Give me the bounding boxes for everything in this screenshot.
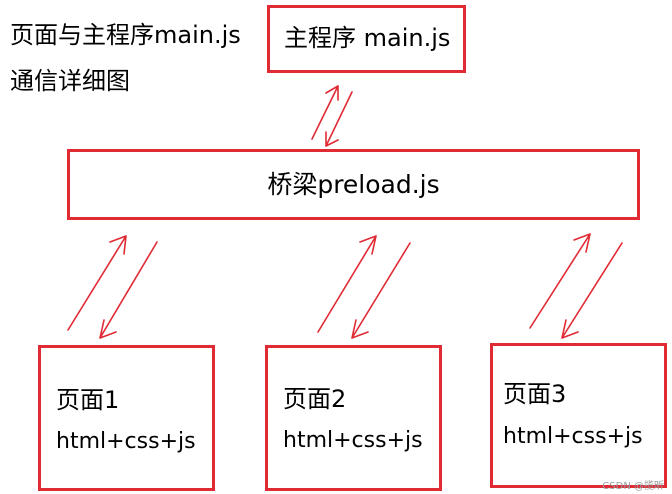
main-process-label: 主程序 main.js: [284, 24, 451, 52]
arrow-down-page-2: [351, 242, 411, 339]
arrow-up-page-2: [317, 235, 377, 333]
arrow-up-page-1: [67, 235, 127, 331]
page-title-3: 页面3: [503, 380, 567, 408]
page-box-2: 页面2 html+css+js: [265, 345, 442, 491]
page-title-2: 页面2: [283, 385, 347, 413]
page-title-1: 页面1: [56, 386, 120, 414]
arrow-up-page-3: [529, 233, 591, 329]
watermark: CSDN @揽昕: [602, 481, 664, 492]
caption-line-1: 页面与主程序main.js: [10, 21, 241, 49]
page-box-1: 页面1 html+css+js: [38, 345, 215, 491]
page-stack-3: html+css+js: [503, 424, 643, 449]
page-box-3: 页面3 html+css+js: [490, 343, 667, 488]
arrow-down-main: [325, 91, 353, 147]
arrow-down-page-3: [561, 242, 623, 339]
preload-bridge-box: 桥梁preload.js: [67, 149, 640, 220]
caption-line-2: 通信详细图: [10, 67, 130, 95]
page-stack-2: html+css+js: [283, 428, 423, 453]
preload-bridge-label: 桥梁preload.js: [267, 170, 440, 199]
main-process-box: 主程序 main.js: [267, 5, 466, 73]
arrow-down-page-1: [99, 241, 158, 339]
page-stack-1: html+css+js: [56, 429, 196, 454]
arrow-up-main: [311, 85, 339, 140]
